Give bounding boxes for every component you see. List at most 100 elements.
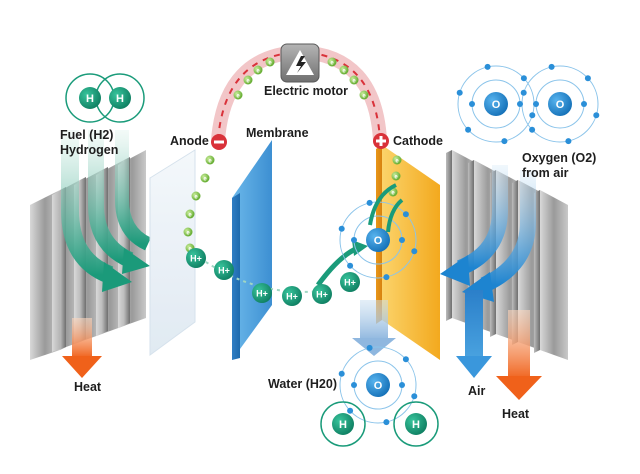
electron: e: [183, 227, 193, 237]
proton-symbol: H+: [190, 254, 202, 264]
electron-symbol: e: [268, 61, 272, 67]
orbit-electron: [501, 138, 508, 145]
electron-symbol: e: [208, 159, 212, 165]
electron-symbol: e: [330, 61, 334, 67]
water-oxygen-symbol: O: [374, 380, 383, 392]
orbit-electron: [517, 101, 523, 107]
water-hydrogen-symbol-1: H: [339, 419, 347, 431]
orbit-electron: [399, 382, 405, 388]
orbit-electron: [533, 101, 539, 107]
orbit-electron: [347, 262, 354, 269]
orbit-electron: [347, 407, 354, 414]
electron-arrows-cathode: [368, 183, 397, 226]
cathode-label: Cathode: [393, 134, 443, 148]
water-hydrogen-symbol-2: H: [412, 419, 420, 431]
orbit-electron: [338, 370, 345, 377]
proton-symbol: H+: [256, 289, 268, 299]
electron: e: [349, 75, 359, 85]
orbit-electron: [351, 237, 357, 243]
orbit-electron: [383, 419, 390, 426]
fuel-label: Fuel (H2): [60, 128, 114, 142]
orbit-electron: [456, 89, 463, 96]
orbit-electron: [469, 101, 475, 107]
electron: e: [205, 155, 215, 165]
electron: e: [359, 90, 369, 100]
orbit-electron: [411, 393, 418, 400]
anode-plate: [149, 149, 196, 356]
orbit-electron: [520, 75, 527, 82]
hydrogen-molecule: [65, 73, 145, 123]
orbit-electron: [565, 138, 572, 145]
electron-symbol: e: [203, 177, 207, 183]
anode-label: Anode: [170, 134, 209, 148]
electron: e: [200, 173, 210, 183]
membrane-plate: [232, 140, 272, 360]
orbit-electron: [581, 101, 587, 107]
electron-symbol: e: [256, 69, 260, 75]
orbit-electron: [520, 89, 527, 96]
proton: H+: [252, 283, 272, 303]
electron-symbol: e: [342, 69, 346, 75]
fuel-sublabel: Hydrogen: [60, 143, 119, 157]
orbit-electron: [383, 274, 390, 281]
water-molecule: [320, 346, 439, 447]
hydrogen-flow-arrows: [61, 130, 152, 292]
electron-symbol: e: [391, 191, 395, 197]
proton: H+: [282, 286, 302, 306]
electron-symbol: e: [186, 231, 190, 237]
water-label: Water (H20): [268, 377, 337, 391]
heat-left-label: Heat: [74, 380, 102, 394]
air-label: Air: [468, 384, 486, 398]
electron-symbol: e: [188, 213, 192, 219]
orbit-electron: [529, 126, 536, 133]
electron-symbol: e: [246, 79, 250, 85]
proton: H+: [312, 284, 332, 304]
electric-motor-icon: [280, 43, 320, 83]
orbit-electron: [584, 75, 591, 82]
electric-motor-label: Electric motor: [264, 84, 349, 98]
oxygen-sublabel: from air: [522, 166, 569, 180]
electron-symbol: e: [394, 175, 398, 181]
electron-symbol: e: [194, 195, 198, 201]
oxygen-symbol-2: O: [556, 99, 565, 111]
electron: e: [391, 171, 401, 181]
electron: e: [253, 65, 263, 75]
orbit-electron: [366, 199, 373, 206]
heat-arrow-right: [496, 310, 542, 400]
orbit-electron: [593, 112, 600, 119]
electron: e: [185, 209, 195, 219]
orbit-electron: [366, 344, 373, 351]
orbit-electron: [338, 225, 345, 232]
oxygen-molecule: [457, 65, 599, 143]
proton: H+: [186, 248, 206, 268]
orbit-electron: [465, 126, 472, 133]
orbit-electron: [399, 237, 405, 243]
membrane-label: Membrane: [246, 126, 309, 140]
electron: e: [233, 90, 243, 100]
cathode-positive-sign: [373, 133, 389, 149]
electron: e: [327, 57, 337, 67]
hydrogen-symbol-1: H: [86, 93, 94, 105]
proton-symbol: H+: [286, 292, 298, 302]
oxygen-label: Oxygen (O2): [522, 151, 597, 165]
orbit-electron: [529, 112, 536, 119]
hydrogen-symbol-2: H: [116, 93, 124, 105]
heat-arrow-left: [62, 318, 102, 378]
electron-symbol: e: [352, 79, 356, 85]
electron: e: [339, 65, 349, 75]
electron-symbol: e: [188, 247, 192, 253]
orbit-electron: [402, 356, 409, 363]
heat-right-label: Heat: [502, 407, 530, 421]
electron-symbol: e: [362, 94, 366, 100]
anode-negative-sign: [211, 134, 227, 150]
oxygen-symbol-1: O: [492, 99, 501, 111]
orbit-electron: [484, 63, 491, 70]
proton-symbol: H+: [344, 278, 356, 288]
electron-symbol: e: [395, 159, 399, 165]
air-arrow: [456, 290, 492, 378]
oxygen-symbol-cathode: O: [374, 235, 383, 247]
orbit-electron: [548, 63, 555, 70]
orbit-electrons: [338, 63, 600, 426]
